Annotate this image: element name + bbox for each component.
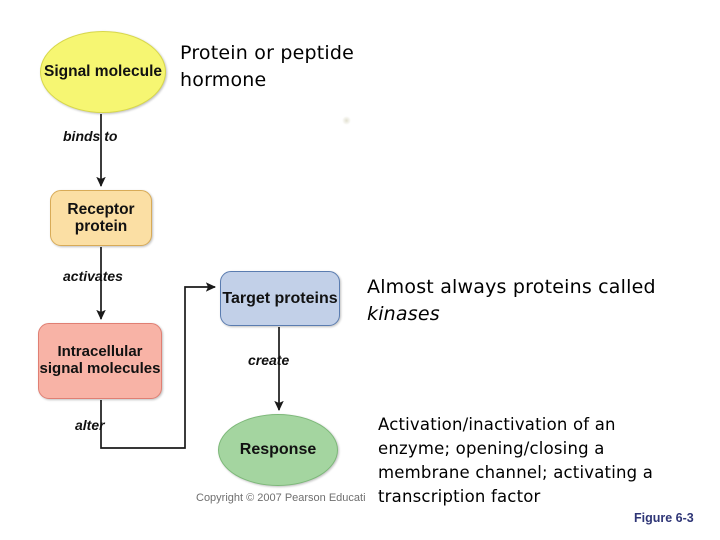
annotation-kinases-prefix: Almost always proteins called — [367, 276, 656, 298]
annotation-kinases: Almost always proteins called kinases — [367, 274, 667, 328]
annotation-response-examples: Activation/inactivation of an enzyme; op… — [378, 415, 654, 506]
annotation-kinases-emphasis: kinases — [367, 302, 440, 325]
node-target-proteins: Target proteins — [220, 271, 340, 326]
node-signal-molecule: Signal molecule — [40, 31, 166, 113]
node-receptor-protein: Receptor protein — [50, 190, 152, 246]
node-response: Response — [218, 414, 338, 486]
edge-label-binds-to: binds to — [63, 128, 118, 144]
edge-label-alter: alter — [75, 417, 105, 433]
figure-caption: Figure 6-3 — [634, 511, 694, 525]
scan-artifact — [342, 116, 351, 125]
node-intracellular-signal-molecules: Intracellular signal molecules — [38, 323, 162, 399]
edge-label-activates: activates — [63, 268, 123, 284]
edge-label-create: create — [248, 352, 290, 368]
copyright-notice: Copyright © 2007 Pearson Educati — [196, 492, 366, 504]
annotation-hormone: Protein or peptide hormone — [180, 42, 355, 91]
